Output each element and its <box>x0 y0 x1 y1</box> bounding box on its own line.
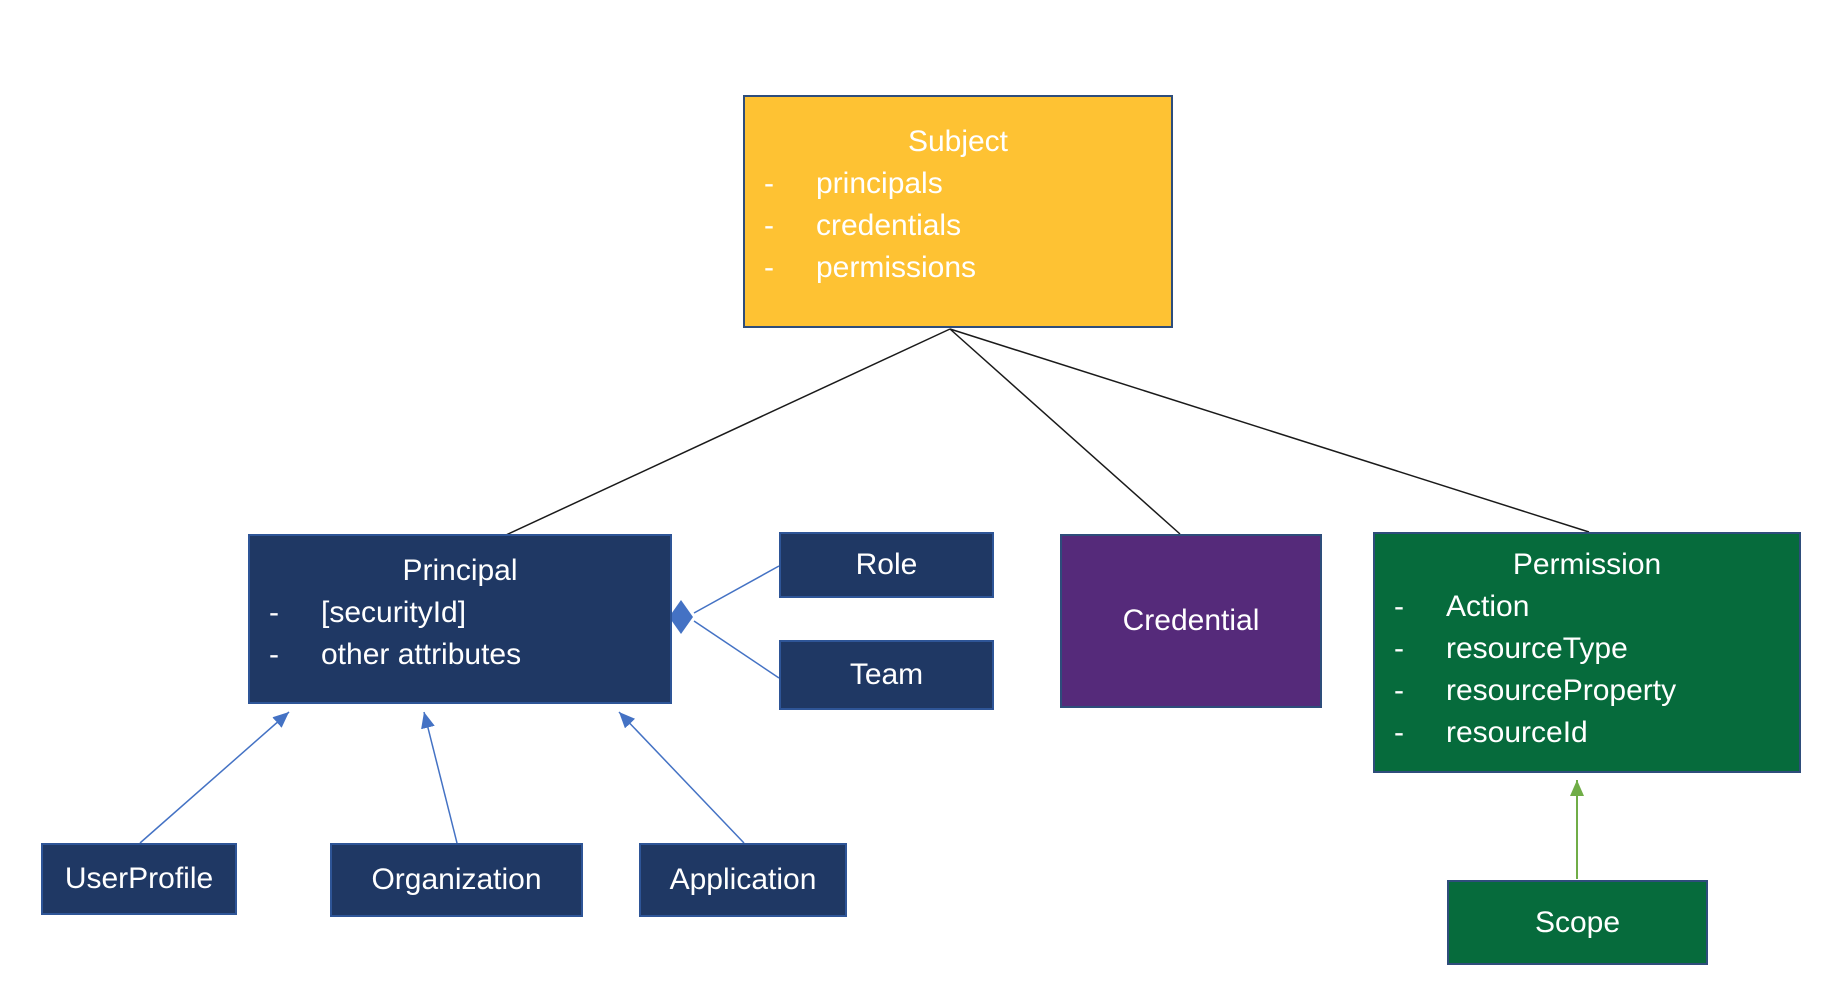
attribute-text: other attributes <box>321 638 522 671</box>
bullet-dash: - <box>764 209 774 242</box>
connector-application-principal <box>618 711 745 844</box>
node-principal-attribute: - [securityId] <box>250 592 670 634</box>
node-principal-attribute: - other attributes <box>250 634 670 676</box>
attribute-text: credentials <box>816 209 962 242</box>
bullet-dash: - <box>764 167 774 200</box>
node-application-title: Application <box>669 863 817 896</box>
node-organization: Organization <box>330 843 583 917</box>
bullet-dash: - <box>1394 716 1404 749</box>
node-application: Application <box>639 843 847 917</box>
node-role: Role <box>779 532 994 598</box>
node-permission-title: Permission <box>1512 548 1662 581</box>
node-subject-attribute: - permissions <box>745 247 1171 289</box>
node-principal-title: Principal <box>402 554 518 587</box>
connector-userprofile-principal <box>139 711 290 844</box>
bullet-dash: - <box>1394 674 1404 707</box>
attribute-text: resourceId <box>1446 716 1588 749</box>
node-permission-attribute: - resourceId <box>1375 712 1799 754</box>
diamond-terminator <box>669 600 693 634</box>
node-scope-title: Scope <box>1534 905 1621 939</box>
node-userprofile-title: UserProfile <box>64 862 214 895</box>
attribute-text: resourceProperty <box>1446 674 1677 707</box>
node-principal: Principal - [securityId] - other attribu… <box>248 534 672 704</box>
connector-subject-principal <box>505 328 951 536</box>
node-credential-title: Credential <box>1122 604 1260 637</box>
node-permission-attribute: - resourceType <box>1375 628 1799 670</box>
attribute-text: principals <box>816 167 943 200</box>
node-userprofile: UserProfile <box>41 843 237 915</box>
attribute-text: permissions <box>816 251 977 284</box>
node-permission: Permission - Action - resourceType - res… <box>1373 532 1801 773</box>
node-organization-title: Organization <box>371 863 542 896</box>
connector-subject-permission <box>949 328 1590 533</box>
node-subject-title: Subject <box>907 125 1009 158</box>
node-credential: Credential <box>1060 534 1322 708</box>
attribute-text: resourceType <box>1446 632 1628 665</box>
bullet-dash: - <box>764 251 774 284</box>
bullet-dash: - <box>1394 632 1404 665</box>
node-role-title: Role <box>855 548 918 581</box>
connector-organization-principal <box>421 711 458 844</box>
node-subject: Subject - principals - credentials - per… <box>743 95 1173 328</box>
bullet-dash: - <box>269 638 279 671</box>
node-subject-attribute: - principals <box>745 163 1171 205</box>
bullet-dash: - <box>1394 590 1404 623</box>
node-scope: Scope <box>1447 880 1708 965</box>
connector-subject-credential <box>949 328 1181 535</box>
bullet-dash: - <box>269 596 279 629</box>
attribute-text: Action <box>1446 590 1530 623</box>
attribute-text: [securityId] <box>321 596 467 629</box>
node-team: Team <box>779 640 994 710</box>
node-subject-attribute: - credentials <box>745 205 1171 247</box>
connector-team-principal <box>693 620 780 679</box>
connector-role-principal <box>693 565 780 614</box>
node-permission-attribute: - resourceProperty <box>1375 670 1799 712</box>
node-permission-attribute: - Action <box>1375 586 1799 628</box>
node-team-title: Team <box>849 658 924 691</box>
